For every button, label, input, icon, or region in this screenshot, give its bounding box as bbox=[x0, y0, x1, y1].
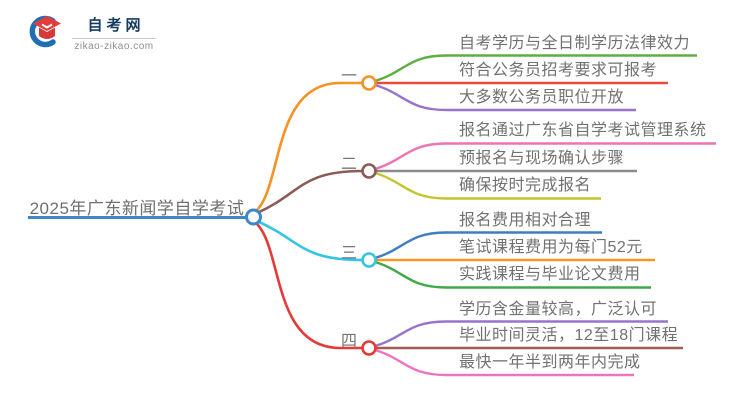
item-label-2-3[interactable]: 确保按时完成报名 bbox=[459, 177, 592, 194]
branch-label-2[interactable]: 二 bbox=[340, 156, 357, 173]
item-underline-4-1 bbox=[374, 320, 668, 348]
branch-node-handle-1[interactable] bbox=[361, 75, 377, 91]
logo-title: 自考网 bbox=[87, 17, 145, 34]
item-label-2-1[interactable]: 报名通过广东省自学考试管理系统 bbox=[459, 122, 707, 139]
item-label-4-1[interactable]: 学历含金量较高，广泛认可 bbox=[459, 301, 658, 318]
branch-line-3 bbox=[256, 219, 364, 262]
item-label-3-3[interactable]: 实践课程与毕业论文费用 bbox=[459, 266, 641, 283]
graduation-cap-icon bbox=[29, 15, 61, 48]
item-underline-2-3 bbox=[374, 171, 601, 200]
item-label-1-1[interactable]: 自考学历与全日制学历法律效力 bbox=[459, 35, 691, 52]
item-label-2-2[interactable]: 预报名与现场确认步骤 bbox=[459, 150, 625, 167]
branch-node-handle-3[interactable] bbox=[361, 252, 377, 268]
branch-label-4[interactable]: 四 bbox=[340, 333, 357, 350]
item-label-1-3[interactable]: 大多数公务员职位开放 bbox=[459, 89, 625, 106]
site-logo[interactable]: 自考网 zikao-zikao.com bbox=[28, 10, 156, 52]
item-underline-1-1 bbox=[374, 54, 697, 83]
item-label-3-2[interactable]: 笔试课程费用为每门52元 bbox=[459, 239, 643, 256]
root-node-handle[interactable] bbox=[245, 208, 262, 226]
branch-node-handle-2[interactable] bbox=[361, 163, 377, 179]
item-label-1-2[interactable]: 符合公务员招考要求可报考 bbox=[459, 62, 658, 79]
item-underline-3-1 bbox=[374, 231, 602, 260]
branch-label-3[interactable]: 三 bbox=[340, 245, 357, 262]
item-underline-2-1 bbox=[374, 142, 716, 171]
item-underline-3-3 bbox=[374, 260, 651, 289]
root-node-label[interactable]: 2025年广东新闻学自学考试 bbox=[29, 199, 245, 218]
logo-domain: zikao-zikao.com bbox=[72, 38, 156, 52]
branch-line-4 bbox=[255, 222, 363, 350]
item-label-4-2[interactable]: 毕业时间灵活，12至18门课程 bbox=[459, 327, 679, 344]
item-label-4-3[interactable]: 最快一年半到两年内完成 bbox=[459, 354, 641, 371]
branch-line-2 bbox=[256, 169, 364, 215]
branch-label-1[interactable]: 一 bbox=[340, 68, 357, 85]
item-underline-1-3 bbox=[374, 83, 636, 112]
item-label-3-1[interactable]: 报名费用相对合理 bbox=[459, 212, 592, 229]
branch-node-handle-4[interactable] bbox=[361, 340, 377, 356]
item-underline-4-3 bbox=[374, 348, 634, 377]
branch-line-1 bbox=[255, 81, 363, 212]
